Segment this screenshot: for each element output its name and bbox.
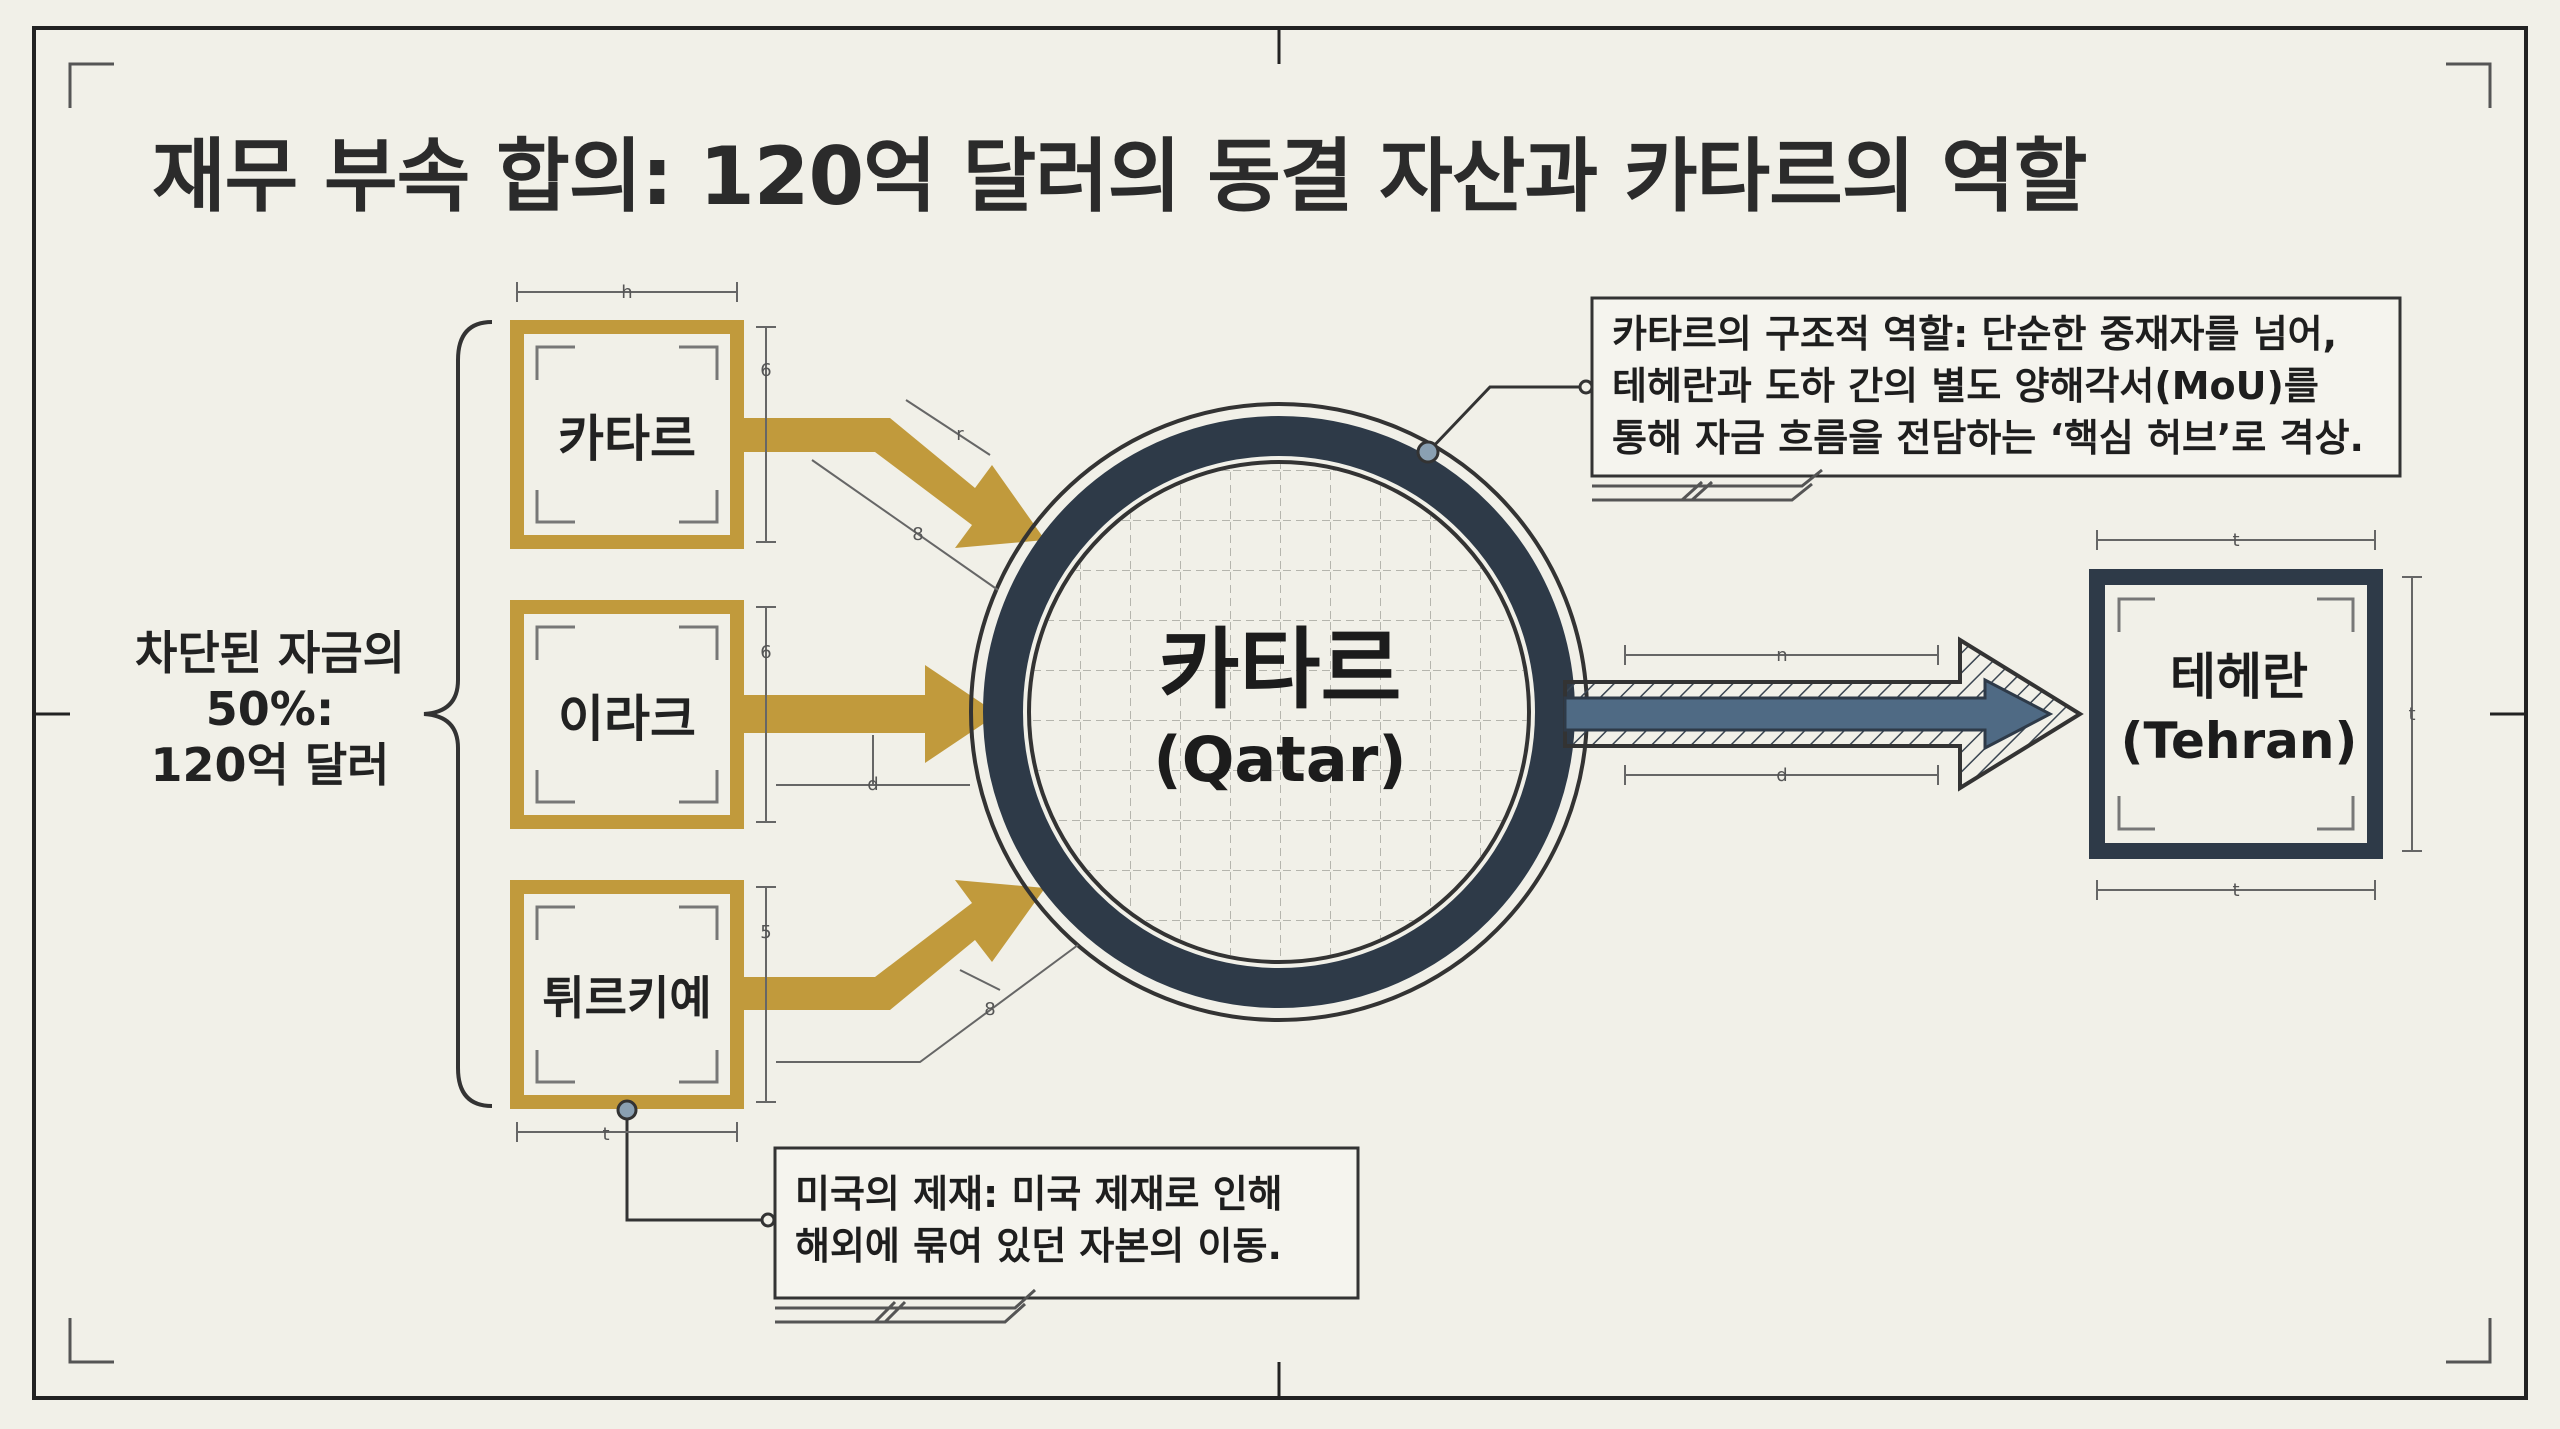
dimension-lines [516,282,2422,1142]
arrow-turkiye-to-hub [744,880,1045,1010]
sanctions-note-line: 해외에 묶여 있던 자본의 이동. [795,1224,1282,1268]
hub-name: 카타르 [1158,618,1402,721]
dim-g2: 8 [984,999,995,1020]
dim-t3: t [2232,880,2239,901]
sanctions-note-line: 미국의 제재: 미국 제재로 인해 [795,1172,1283,1216]
blocked-funds-label-line: 120억 달러 [150,738,390,792]
dim-t1: t [602,1124,609,1145]
qatar-role-callout-box [1590,296,2402,502]
qatar-role-note-line: 통해 자금 흐름을 전담하는 ‘핵심 허브’로 격상. [1612,416,2364,460]
blocked-funds-label-line: 차단된 자금의 [135,626,405,680]
arrow-hub-to-tehran [1563,636,2084,792]
destination-name-en: (Tehran) [2120,712,2358,770]
source-box-qatar [510,320,744,549]
source-brace [423,320,493,1108]
destination-name: 테헤란 [2170,648,2308,706]
sanctions-note: 미국의 제재: 미국 제재로 인해 해외에 묶여 있던 자본의 이동. [795,1168,1283,1272]
blocked-funds-label-line: 50%: [205,682,335,736]
hub-label: 카타르 (Qatar) [1035,620,1525,800]
dim-t4: t [2408,704,2415,725]
source-label-qatar: 카타르 [558,409,696,468]
qatar-role-note-line: 테헤란과 도하 간의 별도 양해각서(MoU)를 [1612,364,2319,408]
sanctions-leader-dot [616,1099,638,1121]
qatar-role-leader-dot [1416,440,1440,464]
dim-six-a: 6 [760,360,771,381]
source-label-iraq: 이라크 [558,689,696,748]
qatar-role-note: 카타르의 구조적 역할: 단순한 중재자를 넘어, 테헤란과 도하 간의 별도 … [1612,308,2364,464]
dim-r: r [956,424,964,445]
dim-h: h [621,282,632,303]
dim-n: n [1776,645,1787,666]
source-label-turkiye: 튀르키예 [542,970,712,1025]
destination-box-tehran [2089,569,2383,859]
blocked-funds-label: 차단된 자금의 50%: 120억 달러 [110,625,430,793]
dim-t2: t [2232,530,2239,551]
dimension-marks: h 6 r 8 6 d 5 8 t n d t t t [602,282,2415,1145]
qatar-role-leader [1426,385,1586,454]
arrow-iraq-to-hub [744,665,998,763]
dim-d2: d [1776,765,1787,786]
hub-name-en: (Qatar) [1153,723,1407,796]
dim-five: 5 [760,922,771,943]
destination-label: 테헤란 (Tehran) [2094,645,2384,773]
qatar-role-note-line: 카타르의 구조적 역할: 단순한 중재자를 넘어, [1612,312,2338,356]
dim-d: d [867,774,878,795]
page-frame [32,26,2528,1400]
sanctions-leader [625,1110,768,1222]
sanctions-callout-box [773,1146,1360,1324]
page-title: 재무 부속 합의: 120억 달러의 동결 자산과 카타르의 역할 [152,130,2087,223]
hub-circle [969,402,1589,1022]
arrow-qatar-to-hub [744,418,1045,548]
dim-g1: 8 [912,524,923,545]
source-box-iraq [510,600,744,829]
dim-six-b: 6 [760,642,771,663]
